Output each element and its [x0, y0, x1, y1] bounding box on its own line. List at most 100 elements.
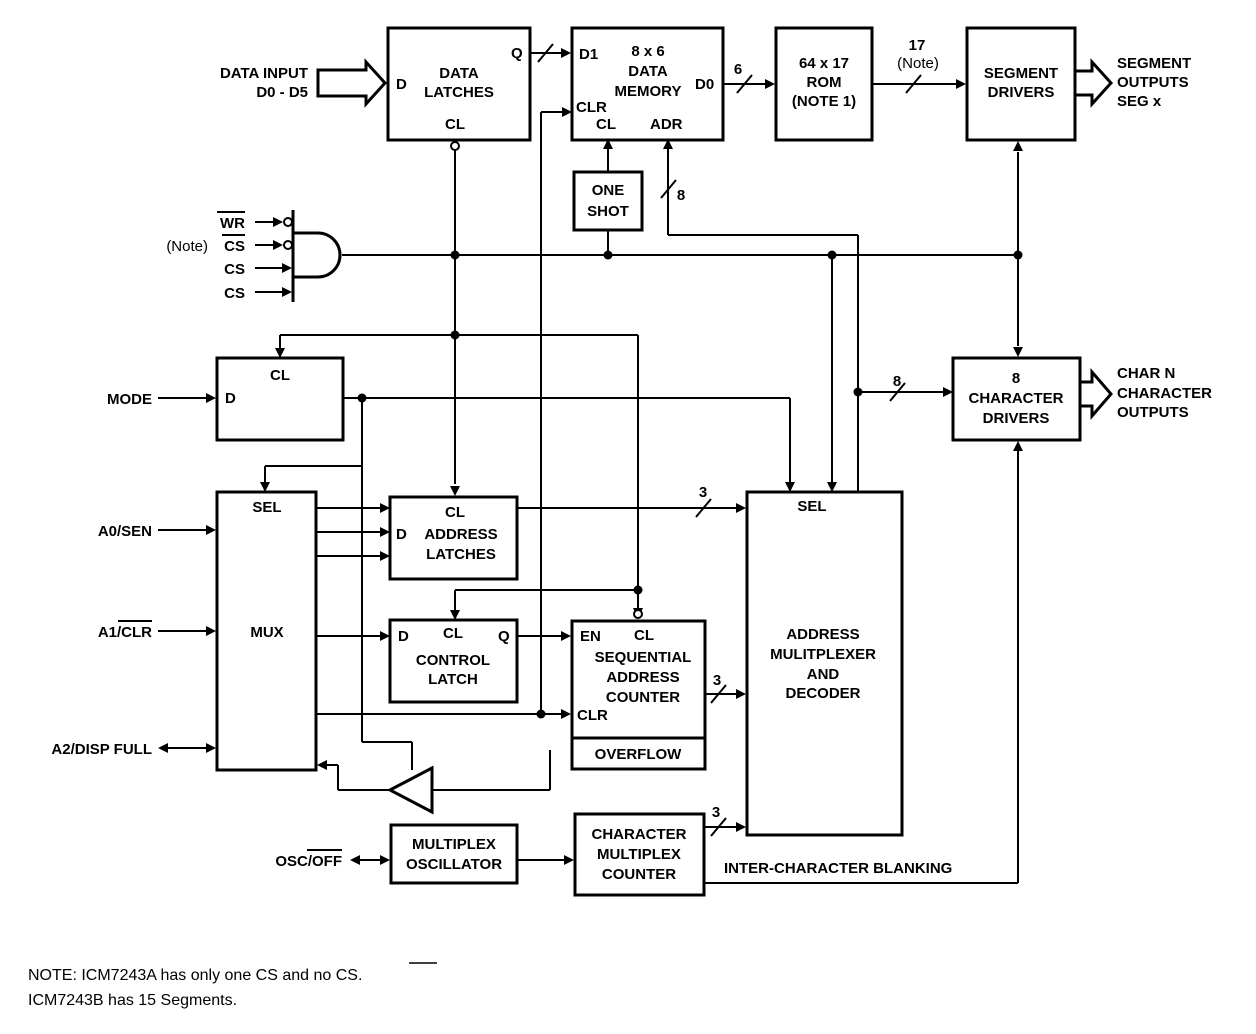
inversion-bubbles [283, 141, 643, 619]
segment-drivers-block: SEGMENT DRIVERS [965, 26, 1077, 142]
mux-pin-sel: SEL [252, 499, 281, 516]
seq-counter-title-2: ADDRESS [606, 669, 679, 686]
segment-outputs-arrow [1076, 58, 1114, 108]
a1-clr-bar: CLR [121, 624, 152, 641]
mux-block: SEL MUX [215, 490, 318, 772]
address-decoder-title-2: MULITPLEXER [770, 646, 876, 663]
address-latches-block: CL D ADDRESS LATCHES [388, 495, 519, 581]
seq-counter-pin-cl: CL [634, 627, 654, 644]
cs-label-1: CS [224, 261, 245, 278]
address-latches-title-2: LATCHES [426, 546, 496, 563]
and-gate [291, 210, 342, 302]
note-line-1-prefix: NOTE: ICM7243A has only one CS and no [28, 967, 336, 984]
control-latch-title-2: LATCH [428, 671, 478, 688]
character-drivers-block: 8 CHARACTER DRIVERS [951, 356, 1082, 442]
a2-disp-full-label: A2/DISP FULL [51, 741, 152, 758]
rom-title-1: 64 x 17 [799, 55, 849, 72]
osc-off-prefix: OSC/ [275, 853, 313, 870]
data-memory-title-3: MEMORY [615, 83, 682, 100]
mode-latch-pin-d: D [225, 390, 236, 407]
mode-label: MODE [107, 391, 152, 408]
data-memory-pin-adr: ADR [650, 116, 683, 133]
character-outputs-arrow [1081, 367, 1113, 421]
character-drivers-title-3: DRIVERS [983, 410, 1050, 427]
note-line-1-bar: CS [336, 967, 358, 984]
buffer-triangle [386, 765, 434, 815]
bus-width-char-drivers: 8 [893, 373, 901, 390]
note-line-1: NOTE: ICM7243A has only one CS and no CS… [28, 967, 362, 984]
segment-outputs-label-2: OUTPUTS [1117, 74, 1189, 91]
multiplex-oscillator-block: MULTIPLEX OSCILLATOR [389, 823, 519, 885]
char-outputs-label-1: CHAR N [1117, 365, 1175, 382]
char-outputs-label-2: CHARACTER [1117, 385, 1212, 402]
control-latch-pin-cl: CL [443, 625, 463, 642]
data-memory-pin-d0: D0 [695, 76, 714, 93]
wr-label: WR [220, 215, 245, 232]
bus-width-mem-to-rom: 6 [734, 61, 742, 78]
character-drivers-title-1: 8 [1012, 370, 1020, 387]
bus-width-char-counter: 3 [712, 804, 720, 821]
data-memory-pin-clr: CLR [576, 99, 607, 116]
mux-title: MUX [250, 624, 283, 641]
seq-counter-pin-en: EN [580, 628, 601, 645]
char-mux-counter-block: CHARACTER MULTIPLEX COUNTER [573, 812, 706, 897]
data-latches-block: DATA LATCHES D Q CL [386, 26, 532, 142]
one-shot-title-1: ONE [592, 182, 625, 199]
one-shot-title-2: SHOT [587, 203, 629, 220]
control-latch-pin-d: D [398, 628, 409, 645]
seq-counter-overflow: OVERFLOW [595, 746, 683, 763]
segment-drivers-title-1: SEGMENT [984, 65, 1058, 82]
data-memory-pin-d1: D1 [579, 46, 598, 63]
osc-off-label: OSC/OFF [275, 853, 342, 870]
address-decoder-title-4: DECODER [785, 685, 860, 702]
bus-width-rom-to-seg-note: (Note) [897, 55, 939, 72]
address-decoder-block: SEL ADDRESS MULITPLEXER AND DECODER [745, 490, 904, 837]
address-latches-pin-d: D [396, 526, 407, 543]
cs-label-2: CS [224, 285, 245, 302]
osc-off-bar: OFF [312, 853, 342, 870]
data-latches-title-1: DATA [439, 65, 479, 82]
seq-counter-pin-clr: CLR [577, 707, 608, 724]
address-decoder-title-1: ADDRESS [786, 626, 859, 643]
oscillator-title-1: MULTIPLEX [412, 836, 496, 853]
a1-clr-label: A1/CLR [98, 624, 152, 641]
bus-width-labels: 6 17 (Note) 8 8 3 3 3 [677, 37, 939, 821]
note-label: (Note) [166, 238, 208, 255]
data-memory-title-1: 8 x 6 [631, 43, 664, 60]
note-line-1-suffix: . [358, 967, 362, 984]
data-latches-title-2: LATCHES [424, 84, 494, 101]
address-latches-pin-cl: CL [445, 504, 465, 521]
rom-block: 64 x 17 ROM (NOTE 1) [774, 26, 874, 142]
mode-latch-block: CL D [215, 356, 345, 442]
one-shot-block: ONE SHOT [572, 170, 644, 232]
data-memory-title-2: DATA [628, 63, 668, 80]
control-latch-block: D CL Q CONTROL LATCH [388, 618, 519, 704]
segment-drivers-title-2: DRIVERS [988, 84, 1055, 101]
data-input-label-1: DATA INPUT [220, 65, 308, 82]
rom-title-3: (NOTE 1) [792, 93, 856, 110]
a0-sen-label: A0/SEN [98, 523, 152, 540]
data-latches-pin-cl: CL [445, 116, 465, 133]
char-counter-title-3: COUNTER [602, 866, 676, 883]
address-latches-title-1: ADDRESS [424, 526, 497, 543]
character-drivers-title-2: CHARACTER [969, 390, 1064, 407]
sequential-counter-block: EN CL SEQUENTIAL ADDRESS COUNTER CLR OVE… [570, 619, 707, 771]
note-line-2: ICM7243B has 15 Segments. [28, 992, 237, 1009]
data-input-label-2: D0 - D5 [256, 84, 308, 101]
control-latch-pin-q: Q [498, 628, 510, 645]
address-decoder-pin-sel: SEL [797, 498, 826, 515]
mode-latch-pin-cl: CL [270, 367, 290, 384]
cs-bar-label: CS [224, 238, 245, 255]
segment-outputs-label-1: SEGMENT [1117, 55, 1191, 72]
bus-width-adr: 8 [677, 187, 685, 204]
rom-title-2: ROM [807, 74, 842, 91]
control-latch-title-1: CONTROL [416, 652, 490, 669]
bus-width-addr-latches: 3 [699, 484, 707, 501]
data-memory-block: 8 x 6 DATA MEMORY D1 D0 CLR CL ADR [570, 26, 725, 142]
data-input-arrow [316, 58, 388, 108]
oscillator-title-2: OSCILLATOR [406, 856, 502, 873]
a1-clr-prefix: A1/ [98, 624, 122, 641]
segment-outputs-label-3: SEG x [1117, 93, 1162, 110]
char-counter-title-1: CHARACTER [592, 826, 687, 843]
inter-char-blanking-label: INTER-CHARACTER BLANKING [724, 860, 952, 877]
